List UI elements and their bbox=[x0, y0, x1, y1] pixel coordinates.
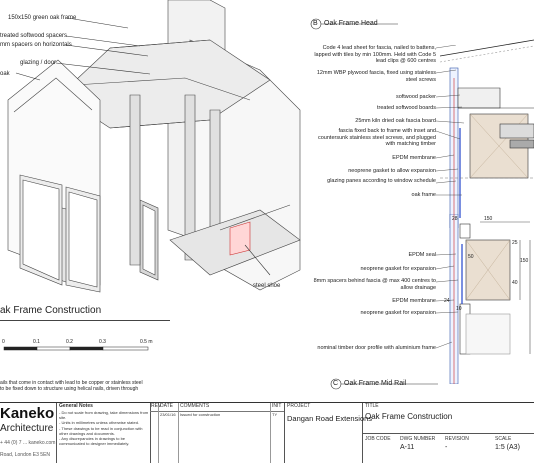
rev-row-date: 23/01/16 bbox=[160, 412, 176, 417]
scale-tick-2: 0.2 bbox=[66, 339, 73, 345]
scale-value: 1:5 (A3) bbox=[495, 444, 520, 451]
detail-b-label-glazing: glazing panes according to window schedu… bbox=[327, 178, 436, 184]
detail-c-section bbox=[449, 214, 531, 384]
detail-c-label-spacers: 8mm spacers behind fascia @ max 400 cent… bbox=[313, 278, 436, 291]
rev-header-date: DATE bbox=[160, 403, 173, 409]
detail-c-letter: C bbox=[333, 380, 339, 387]
detail-c-label-door: nominal timber door profile with alumini… bbox=[317, 345, 436, 351]
detail-b-letter: B bbox=[313, 20, 318, 27]
detail-b-label-epdm: EPDM membrane bbox=[392, 155, 436, 161]
detail-c-label-gasket-1: neoprene gasket for expansion bbox=[360, 266, 436, 272]
sheet-title: Oak Frame Construction bbox=[365, 412, 453, 421]
detail-b-section bbox=[440, 39, 534, 228]
iso-label-steel-shoe: steel shoe bbox=[253, 283, 281, 289]
iso-label-oak-frame: 150x150 green oak frame bbox=[8, 15, 77, 21]
dim-24: 24 bbox=[444, 298, 450, 304]
scale-tick-4: 0.5 m bbox=[140, 339, 153, 345]
firm-contact: + 44 (0) 7 ... kaneko.com bbox=[0, 440, 56, 446]
iso-label-oak: oak bbox=[0, 71, 10, 77]
detail-b-label-oak-fascia: 25mm kiln dried oak fascia board bbox=[355, 118, 436, 124]
scale-label: SCALE bbox=[495, 436, 512, 442]
iso-label-spacers: treated softwood spacers bbox=[0, 33, 68, 39]
title-underline bbox=[0, 320, 170, 321]
notes-title: General Notes bbox=[59, 403, 93, 409]
detail-b-label-oak-frame: oak frame bbox=[411, 192, 436, 198]
rev-header-comments: COMMENTS bbox=[180, 403, 210, 409]
detail-c-title: Oak Frame Mid Rail bbox=[344, 380, 407, 387]
firm-address: Road, London E3 5EN bbox=[0, 452, 51, 458]
detail-b-label-lead: Code 4 lead sheet for fascia, nailed to … bbox=[314, 45, 436, 64]
title-label: TITLE bbox=[365, 403, 379, 409]
detail-c-label-epdm: EPDM membrane bbox=[392, 298, 436, 304]
project-name: Dangan Road Extensions bbox=[287, 414, 373, 423]
general-notes: - Do not scale from drawing, take dimens… bbox=[59, 410, 149, 447]
revision-value: - bbox=[445, 444, 448, 451]
detail-b-label-boards: treated softwood boards bbox=[376, 105, 436, 111]
detail-b-label-fixing: fascia fixed back to frame with inset an… bbox=[317, 128, 436, 147]
detail-b-label-packer: softwood packer bbox=[395, 94, 436, 100]
rev-header-init: INIT bbox=[272, 403, 282, 409]
dim-25: 25 bbox=[512, 240, 518, 246]
dim-40: 40 bbox=[512, 280, 518, 286]
detail-b-leaders bbox=[436, 45, 465, 196]
dim-150b: 150 bbox=[520, 258, 529, 264]
scale-tick-1: 0.1 bbox=[33, 339, 40, 345]
dim-10: 10 bbox=[456, 306, 462, 312]
detail-c-header bbox=[330, 378, 438, 390]
detail-b-label-plywood: 12mm WBP plywood fascia, fixed using sta… bbox=[316, 70, 436, 83]
detail-c-label-gasket-2: neoprene gasket for expansion bbox=[360, 310, 436, 316]
rev-row-init: TY bbox=[272, 412, 278, 417]
firm-name: Kaneko bbox=[0, 405, 55, 422]
scale-tick-0: 0 bbox=[2, 339, 5, 345]
rev-header-rev: REV bbox=[151, 403, 162, 409]
dwg-number: A-11 bbox=[400, 444, 415, 451]
dwg-number-label: DWG NUMBER bbox=[400, 436, 436, 442]
dim-28: 28 bbox=[452, 216, 458, 222]
detail-b-title: Oak Frame Head bbox=[324, 20, 378, 27]
scale-bar bbox=[3, 346, 149, 351]
construction-title: ak Frame Construction bbox=[0, 305, 102, 316]
detail-b-label-gasket: neoprene gasket to allow expansion bbox=[348, 168, 436, 174]
rev-row-comment: Issued for construction bbox=[180, 412, 221, 417]
job-code-label: JOB CODE bbox=[365, 436, 391, 442]
dim-150a: 150 bbox=[484, 216, 493, 222]
firm-subtitle: Architecture bbox=[0, 423, 54, 434]
scale-tick-3: 0.3 bbox=[99, 339, 106, 345]
revision-label: REVISION bbox=[445, 436, 469, 442]
construction-note: ails that come in contact with lead to b… bbox=[0, 380, 143, 392]
isometric-drawing bbox=[7, 0, 301, 293]
project-label: PROJECT bbox=[287, 403, 311, 409]
detail-c-leaders bbox=[436, 253, 459, 349]
dim-50: 50 bbox=[468, 254, 474, 260]
detail-b-header bbox=[310, 18, 398, 30]
detail-c-label-seal: EPDM seal bbox=[408, 252, 436, 258]
iso-label-glazing: glazing / door bbox=[20, 60, 57, 66]
title-block bbox=[0, 402, 534, 463]
iso-label-horizontals: mm spacers on horizontals bbox=[0, 42, 72, 48]
